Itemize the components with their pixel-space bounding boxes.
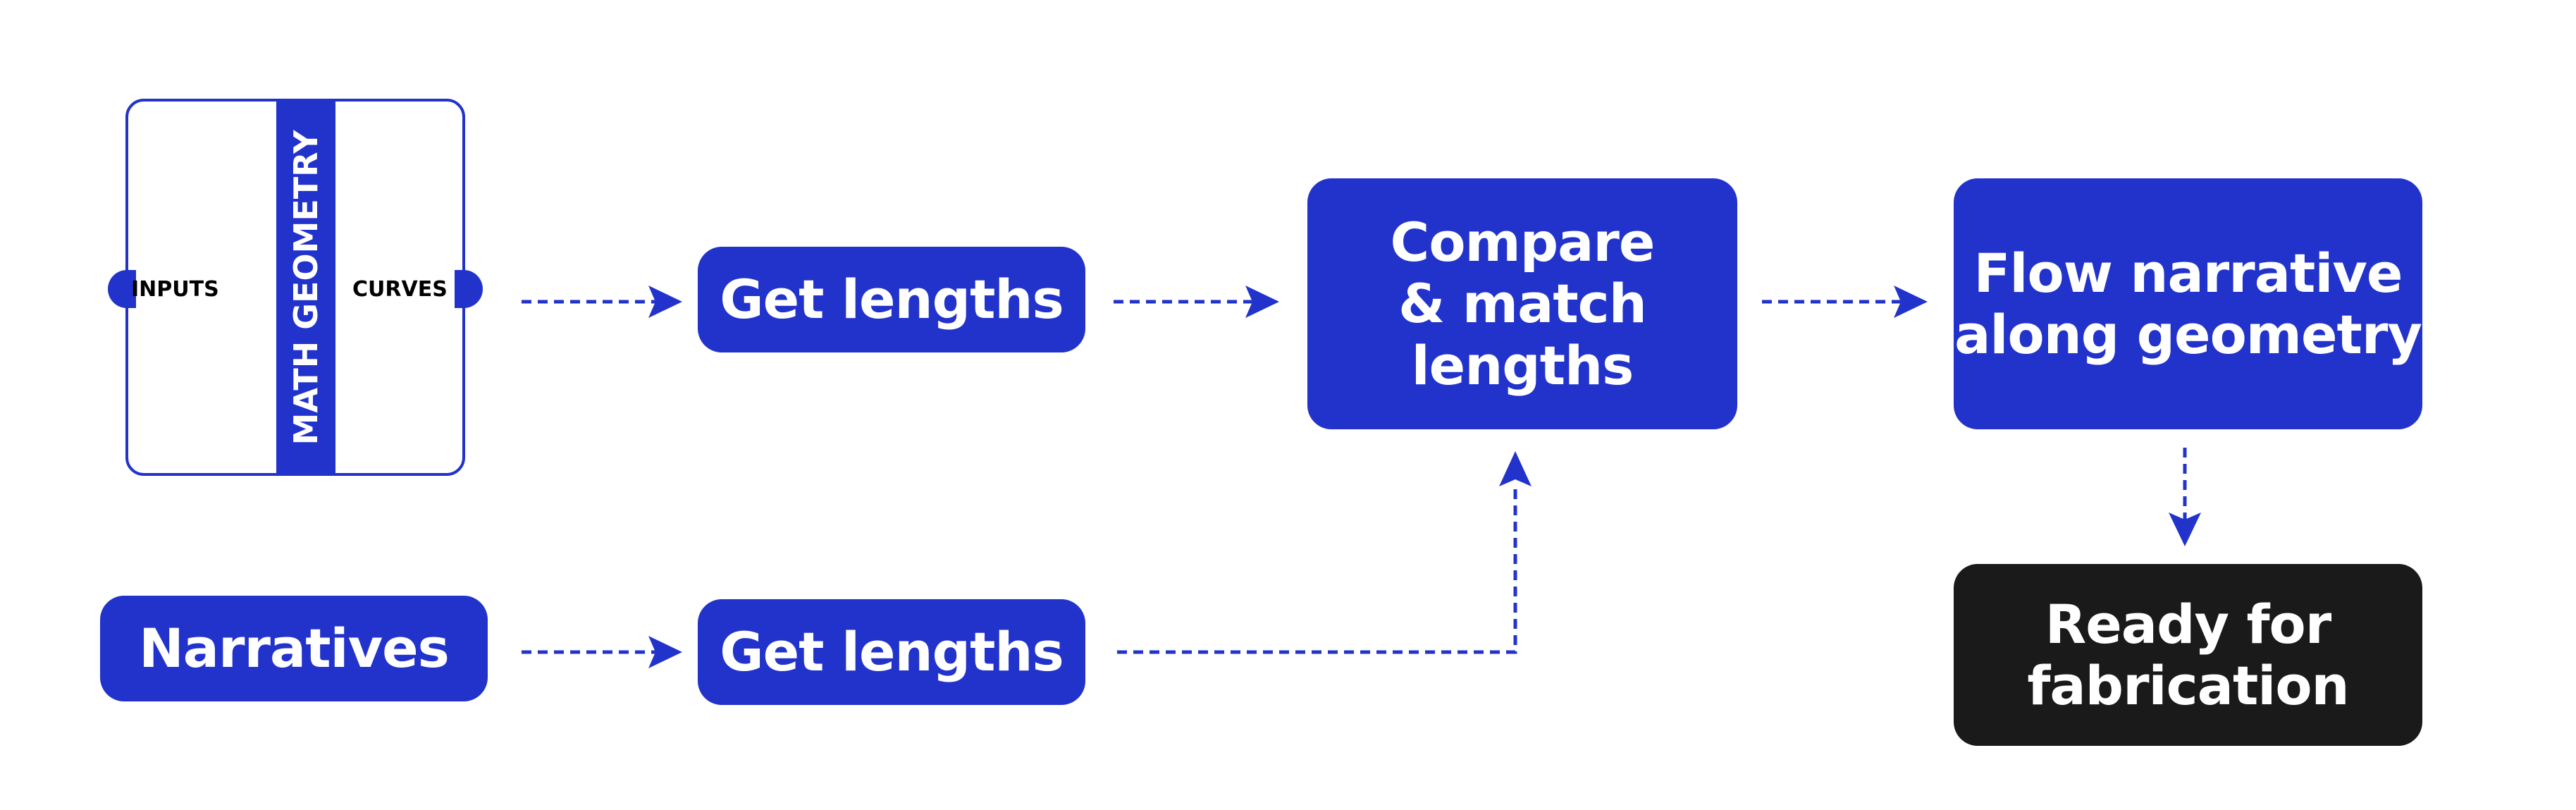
math-geometry-component: MATH GEOMETRY xyxy=(125,99,465,476)
ready-for-fabrication-node: Ready for fabrication xyxy=(1954,564,2422,746)
output-label: CURVES xyxy=(352,277,448,302)
flow-line2: along geometry xyxy=(1954,303,2422,366)
narratives-node: Narratives xyxy=(100,596,488,701)
component-title-bar: MATH GEOMETRY xyxy=(276,99,335,476)
get-lengths-top-label: Get lengths xyxy=(720,268,1064,331)
compare-line2: & match xyxy=(1398,272,1647,336)
arrowhead-5 xyxy=(1499,451,1532,486)
input-label: INPUTS xyxy=(131,277,219,302)
arrowhead-3 xyxy=(1894,286,1928,318)
get-lengths-top-node: Get lengths xyxy=(698,247,1085,352)
input-port-icon xyxy=(108,270,136,308)
arrowhead-2 xyxy=(1245,286,1279,318)
compare-line3: lengths xyxy=(1411,333,1634,397)
ready-line2: fabrication xyxy=(2027,654,2349,717)
flow-narrative-node: Flow narrative along geometry xyxy=(1954,178,2422,429)
flow-line1: Flow narrative xyxy=(1973,241,2403,305)
get-lengths-bottom-node: Get lengths xyxy=(698,599,1085,705)
arrowhead-1 xyxy=(648,286,682,318)
arrowhead-6 xyxy=(2169,513,2201,546)
ready-line1: Ready for xyxy=(2045,592,2332,656)
compare-match-node: Compare & match lengths xyxy=(1307,178,1737,429)
compare-line1: Compare xyxy=(1390,210,1656,274)
arrowhead-4 xyxy=(648,636,682,668)
narratives-label: Narratives xyxy=(139,617,450,680)
get-lengths-bottom-label: Get lengths xyxy=(720,620,1064,684)
arrow-getlengths-bottom-to-compare xyxy=(1117,486,1517,654)
